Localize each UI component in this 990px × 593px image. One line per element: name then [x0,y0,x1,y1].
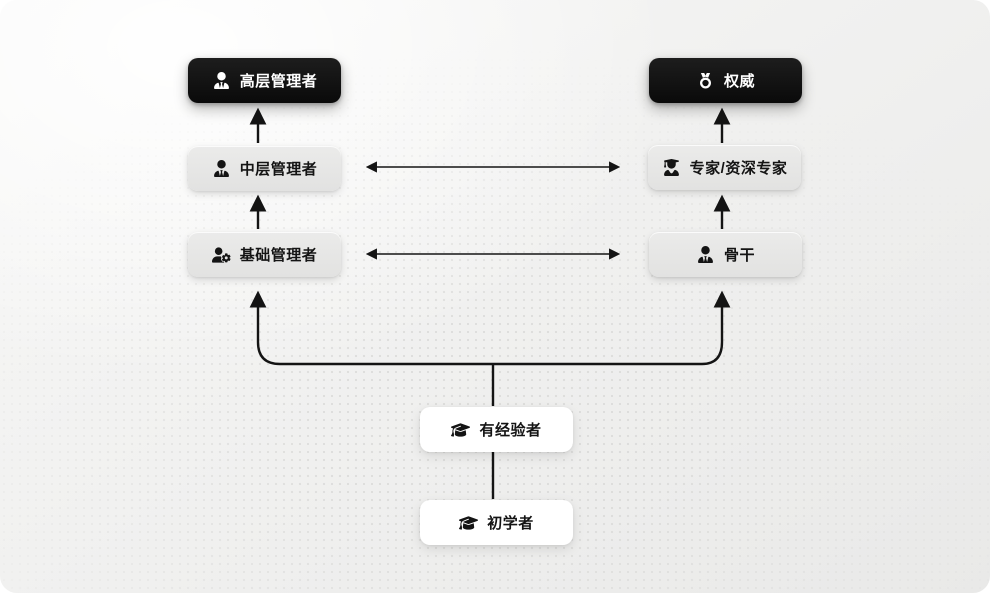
node-label: 专家/资深专家 [689,160,788,177]
node-top-manager: 高层管理者 [188,58,341,103]
node-label: 中层管理者 [239,161,318,178]
node-expert: 专家/资深专家 [648,145,801,190]
user-graduate-icon [662,158,681,177]
graduation-cap-icon [451,420,471,439]
node-label: 初学者 [487,515,534,532]
branch-arrow-left [249,290,493,366]
node-label: 权威 [723,73,755,90]
node-label: 基础管理者 [239,247,318,264]
user-tie-icon [696,245,715,264]
node-base-manager: 基础管理者 [188,232,341,277]
graduation-cap-icon [459,513,479,532]
user-gear-icon [211,245,231,264]
user-tie-icon [212,159,231,178]
node-authority: 权威 [649,58,802,103]
node-experienced: 有经验者 [420,407,573,452]
node-label: 骨干 [723,247,755,264]
node-backbone: 骨干 [649,232,802,277]
node-beginner: 初学者 [420,500,573,545]
node-label: 高层管理者 [239,73,318,90]
user-tie-icon [212,71,231,90]
medal-icon [696,71,715,90]
branch-arrow-right [493,290,731,366]
node-middle-manager: 中层管理者 [188,146,341,191]
node-label: 有经验者 [479,422,542,439]
